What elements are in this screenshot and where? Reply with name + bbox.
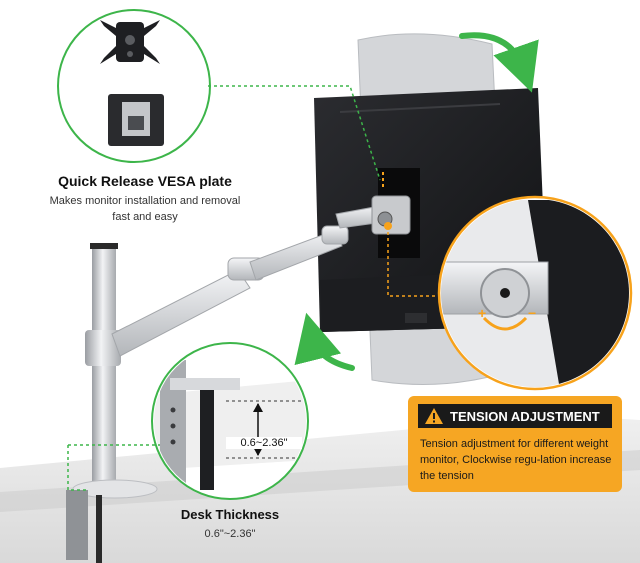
vesa-plate-icon [100,20,160,64]
monitor-arm [111,172,411,357]
desk-thickness-range: 0.6"~2.36" [204,528,256,540]
quick-release-bracket-icon [108,94,164,146]
rotate-arrow-top-icon [459,32,539,93]
desk-thickness-callout: 0.6~2.36" [226,437,302,449]
tension-title: TENSION ADJUSTMENT [450,408,600,424]
tension-zoom-circle: + − [437,195,633,391]
tension-adjustment-panel: TENSION ADJUSTMENT Tension adjustment fo… [408,396,622,492]
desk-thickness-title: Desk Thickness [180,507,280,522]
rotate-arrow-bottom-icon [294,312,355,371]
tension-header: TENSION ADJUSTMENT [418,404,612,428]
svg-text:+: + [478,305,486,321]
pole [66,243,158,563]
vesa-zoom-circle [57,9,381,181]
monitor-ports [405,313,427,323]
tension-description: Tension adjustment for different weight … [420,438,612,482]
warning-icon [425,408,443,424]
svg-text:−: − [528,305,536,321]
vesa-title: Quick Release VESA plate [58,173,232,189]
vesa-description: Makes monitor installation and removal f… [49,195,241,223]
